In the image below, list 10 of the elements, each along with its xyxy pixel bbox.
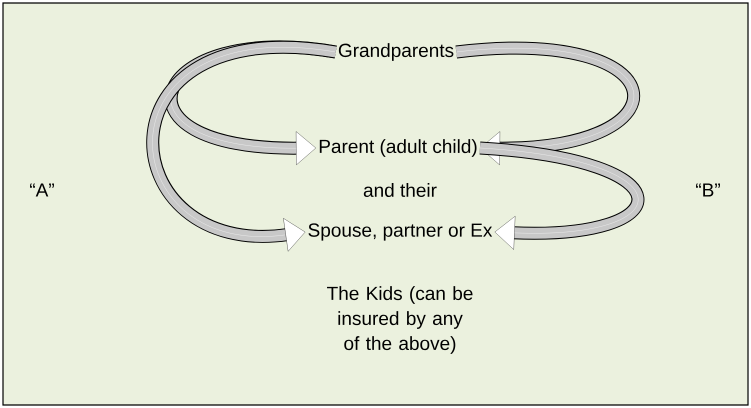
label: “B” xyxy=(696,183,720,197)
ribbon-arrow xyxy=(146,40,336,252)
label: “A” xyxy=(30,183,54,197)
ribbon-arrow xyxy=(479,142,644,250)
node-text: Parent (adult child) xyxy=(320,139,477,157)
node-text: Grandparents xyxy=(338,43,454,61)
label: and their xyxy=(364,183,437,197)
ribbon-arrow xyxy=(456,42,640,166)
node-text: Spouse, partner or Ex xyxy=(308,223,492,241)
node-text: The Kids (can be insured by any of the above) xyxy=(327,286,473,354)
